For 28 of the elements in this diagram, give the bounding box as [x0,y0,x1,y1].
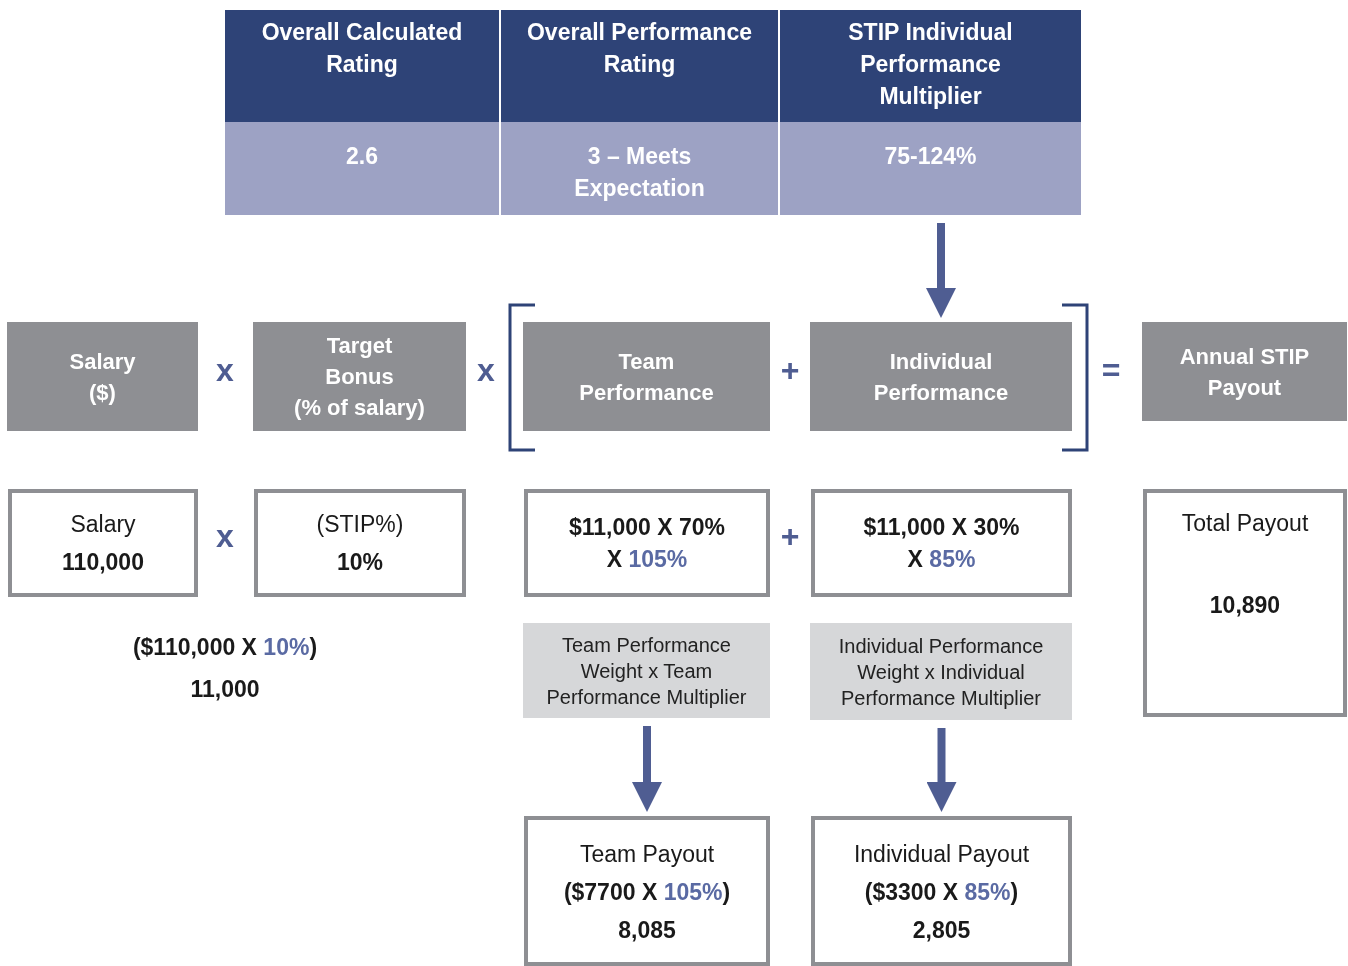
operator-sign: = [1100,351,1122,390]
factor-box: Salary ($) [7,322,198,431]
calculation-box: Total Payout 10,890 [1143,489,1347,717]
factor-box: Individual Performance [810,322,1072,431]
calculation-box: $11,000 X 70% X 105% [524,489,770,597]
operator-sign: x [476,351,496,390]
calculation-box: Salary 110,000 [8,489,198,597]
formula-note: Team Performance Weight x Team Performance Multiplier [523,623,770,718]
factor-box: Annual STIP Payout [1142,322,1347,421]
factor-box: Target Bonus (% of salary) [253,322,466,431]
table-value-cell: 2.6 [225,122,499,215]
table-value-cell: 75-124% [780,122,1081,215]
calculation-box: (STIP%) 10% [254,489,466,597]
operator-sign: + [779,351,801,390]
table-value-cell: 3 – Meets Expectation [501,122,778,215]
table-header-cell: STIP Individual Performance Multiplier [780,10,1081,122]
formula-text: ($110,000 X 10%) [131,633,319,662]
formula-note: Individual Performance Weight x Individual Performance Multiplier [810,623,1072,720]
operator-sign: + [779,517,801,556]
result-value: 11,000 [189,675,261,704]
calculation-box: $11,000 X 30% X 85% [811,489,1072,597]
operator-sign: x [215,351,235,390]
operator-sign: x [215,517,235,556]
table-header-cell: Overall Performance Rating [501,10,778,122]
calculation-box: Team Payout ($7700 X 105%) 8,085 [524,816,770,966]
factor-box: Team Performance [523,322,770,431]
table-header-cell: Overall Calculated Rating [225,10,499,122]
calculation-box: Individual Payout ($3300 X 85%) 2,805 [811,816,1072,966]
